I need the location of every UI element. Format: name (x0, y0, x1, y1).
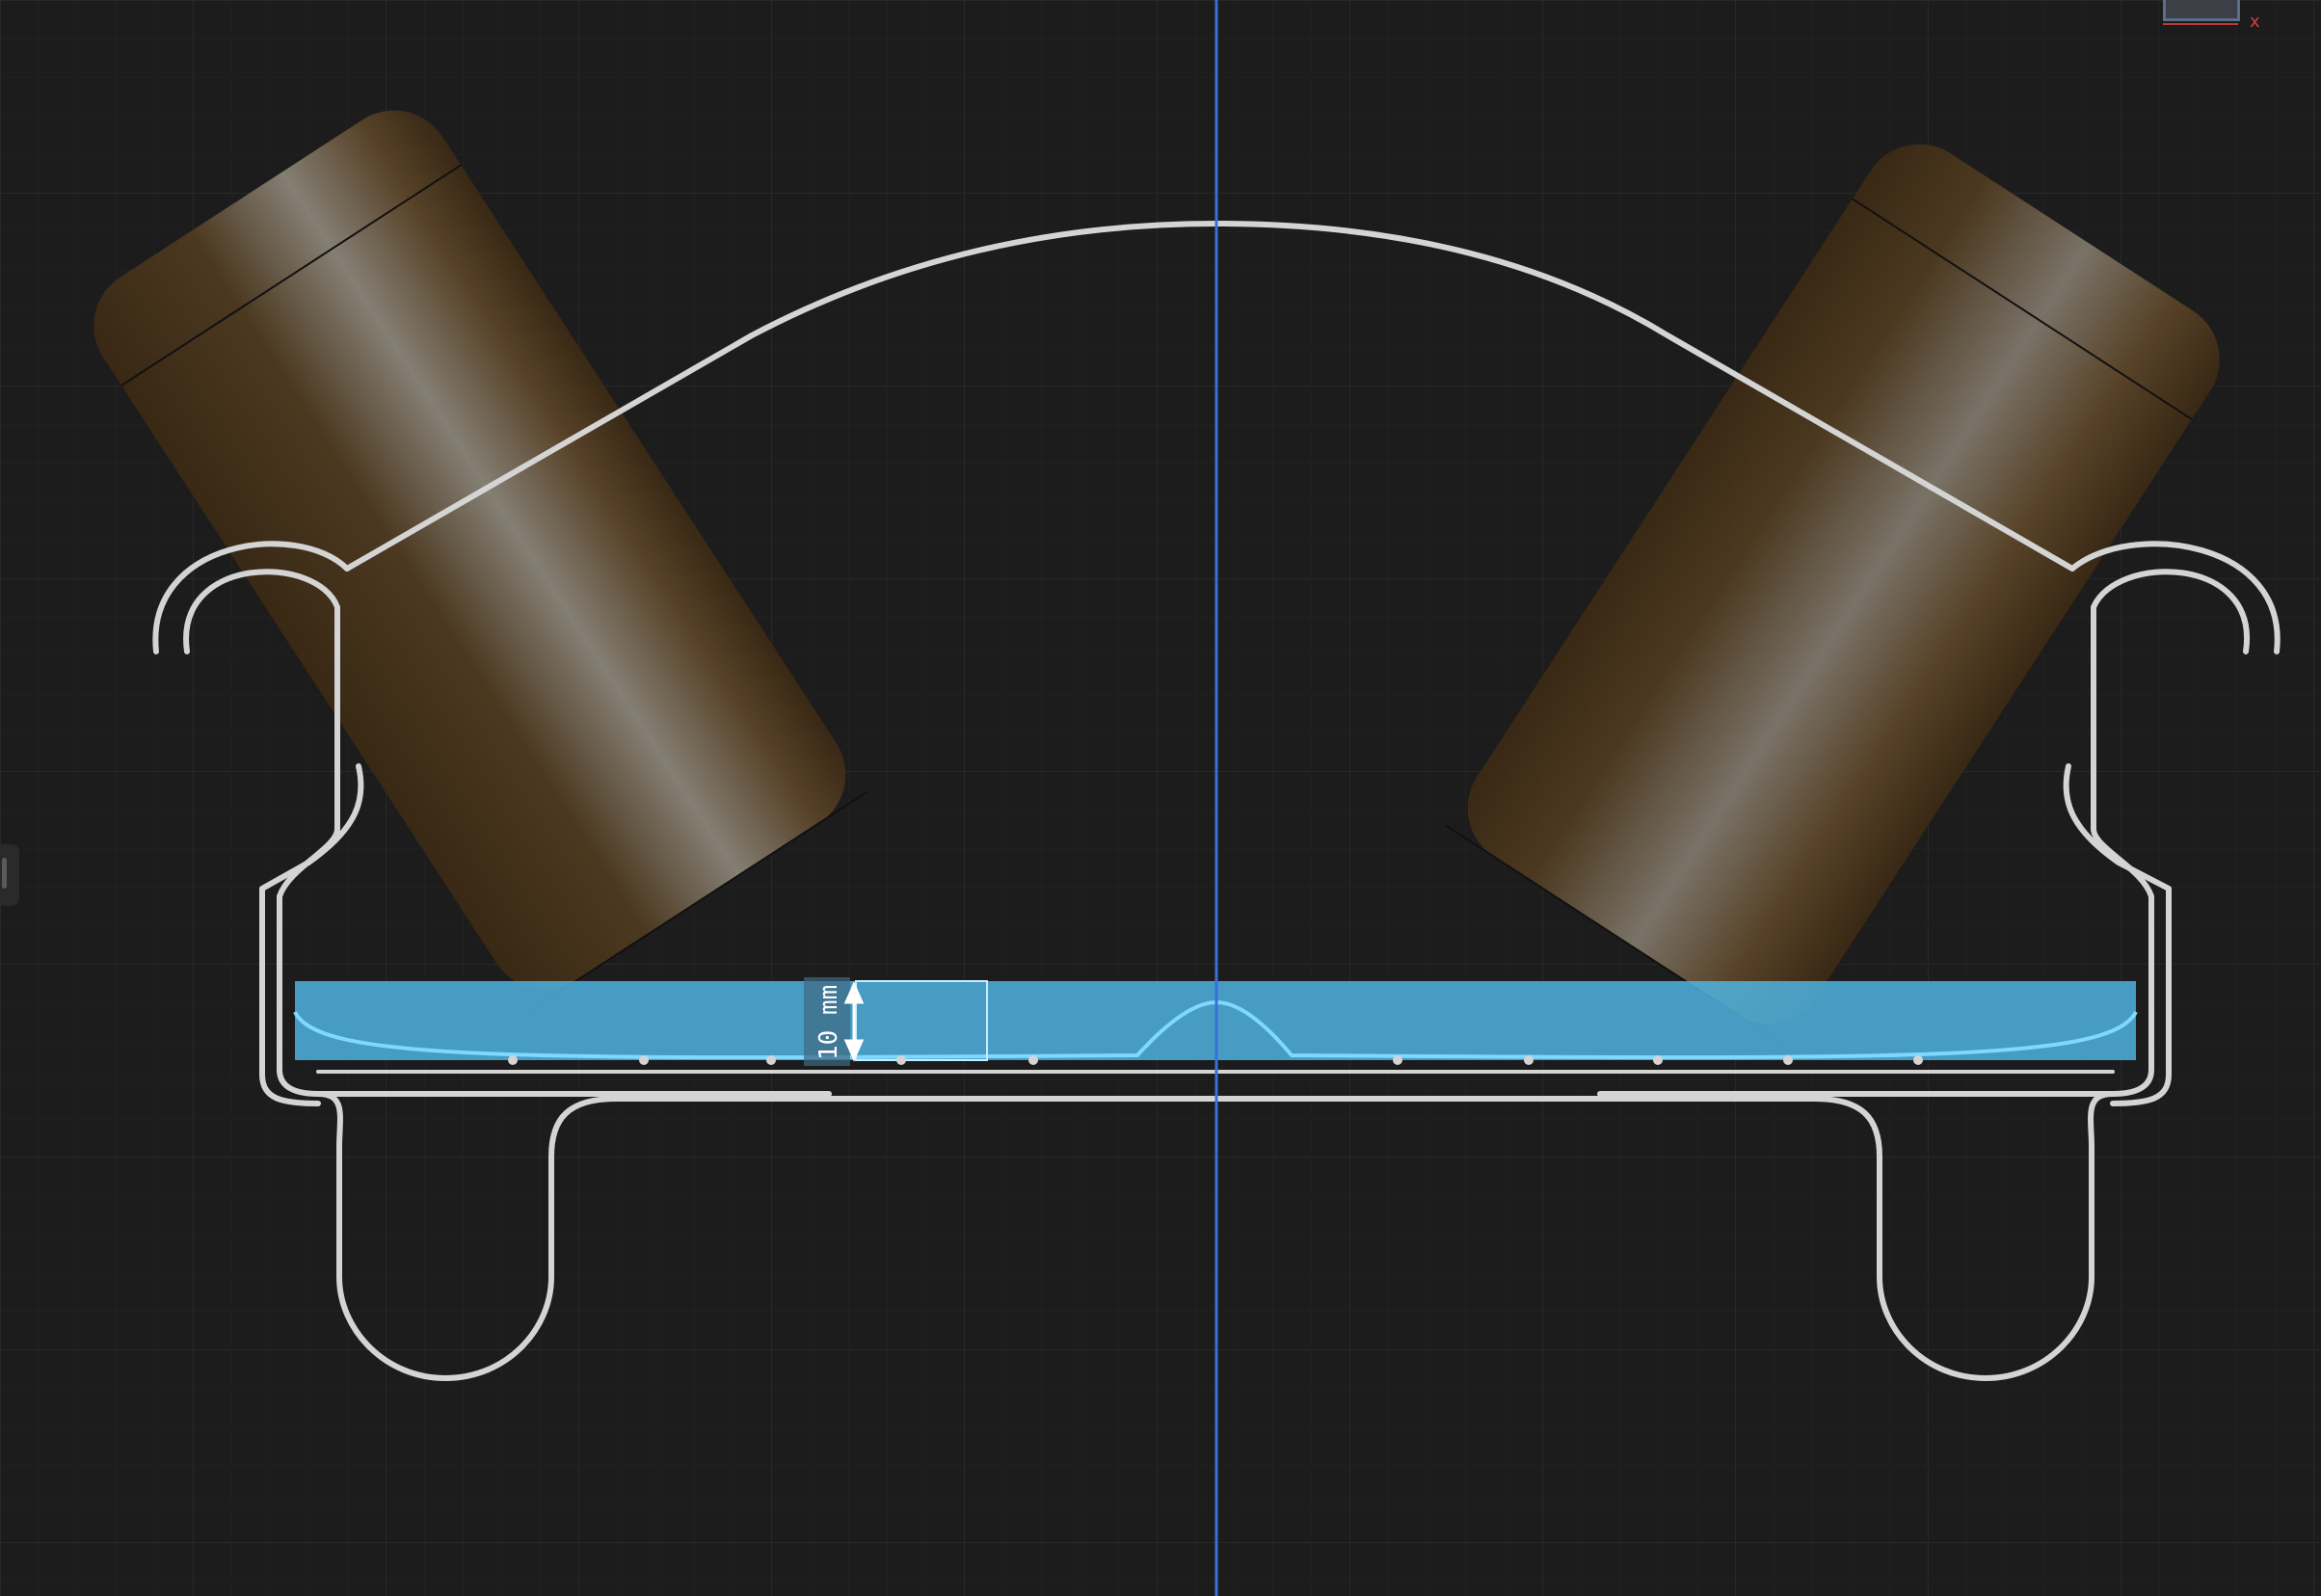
base-tabs (508, 1055, 1923, 1065)
left-can[interactable] (71, 89, 868, 1013)
side-panel-handle[interactable] (0, 844, 19, 906)
dimension-label: 10 mm (814, 985, 843, 1060)
x-axis-indicator (2163, 23, 2238, 25)
double-arrow-icon (843, 981, 865, 1062)
x-axis-label: x (2250, 12, 2260, 32)
dimension-annotation[interactable]: 10 mm (804, 977, 865, 1066)
panel-grip-icon (2, 858, 7, 889)
nav-cube[interactable] (2163, 0, 2244, 27)
nav-cube-face[interactable] (2163, 0, 2240, 21)
